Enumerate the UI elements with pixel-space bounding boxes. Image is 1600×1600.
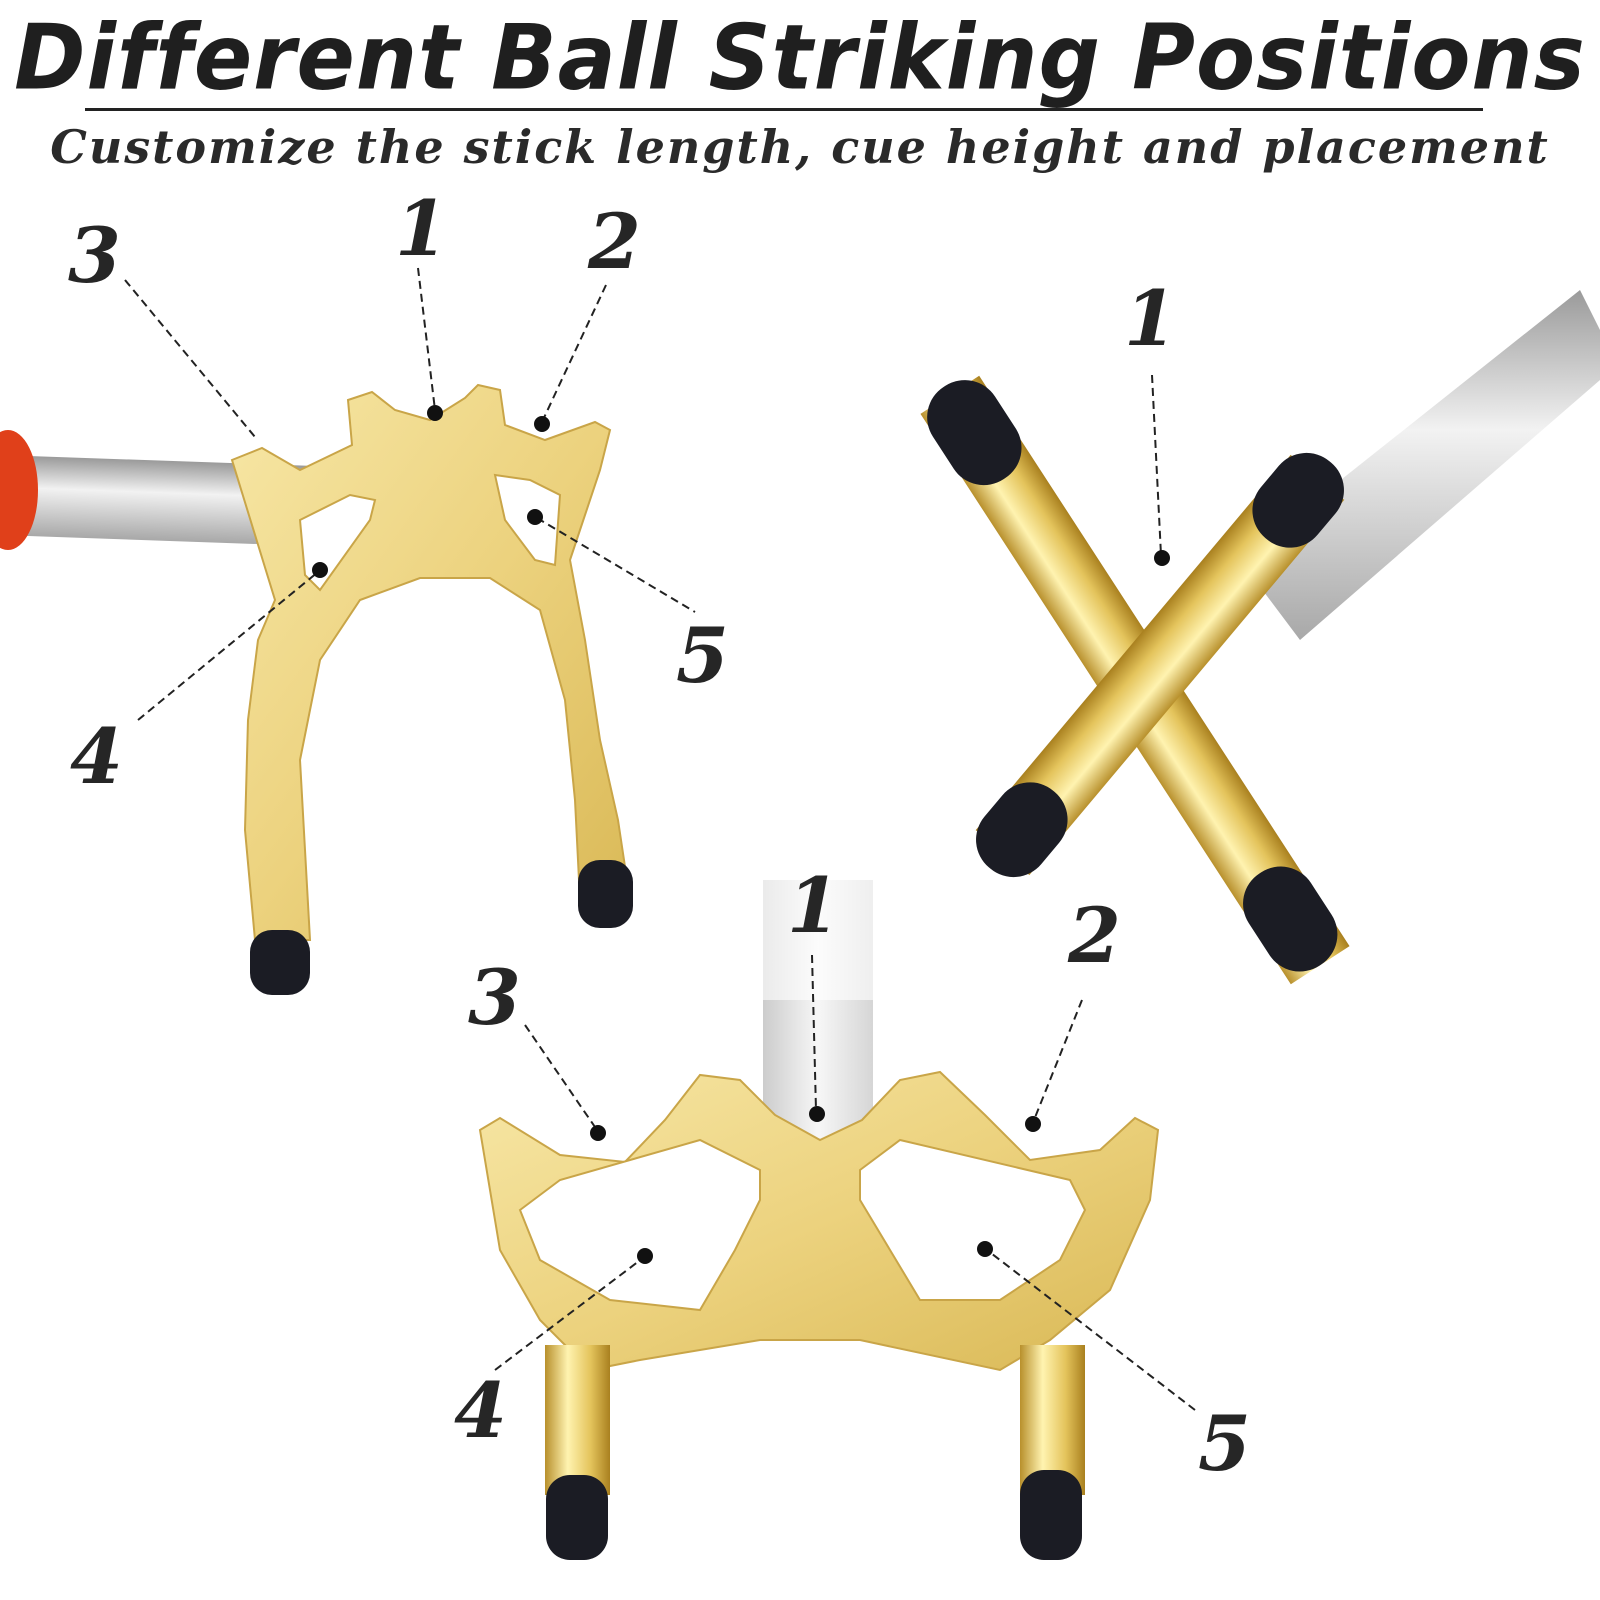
rubber-cap-icon bbox=[578, 860, 633, 928]
label-4: 4 bbox=[454, 1366, 507, 1455]
page-subtitle: Customize the stick length, cue height a… bbox=[50, 120, 1550, 174]
label-5: 5 bbox=[676, 611, 729, 700]
label-1: 1 bbox=[395, 184, 448, 273]
rubber-cap-icon bbox=[1020, 1470, 1082, 1560]
swan-callouts: 1 2 3 4 5 bbox=[454, 861, 1251, 1488]
label-5: 5 bbox=[1198, 1399, 1251, 1488]
title-divider bbox=[85, 108, 1483, 111]
cross-callouts: 1 bbox=[1124, 274, 1177, 566]
page-title: Different Ball Striking Positions bbox=[14, 5, 1586, 111]
rubber-cap-icon bbox=[250, 930, 310, 995]
spider-bridge bbox=[0, 383, 633, 995]
cross-bridge bbox=[920, 290, 1600, 985]
label-1: 1 bbox=[1124, 274, 1177, 363]
label-2: 2 bbox=[587, 197, 641, 286]
label-3: 3 bbox=[68, 211, 121, 300]
label-2: 2 bbox=[1067, 891, 1121, 980]
spider-callouts: 3 1 2 4 5 bbox=[68, 184, 729, 801]
swan-bridge bbox=[478, 880, 1160, 1560]
label-4: 4 bbox=[70, 712, 123, 801]
label-1: 1 bbox=[787, 861, 840, 950]
rubber-cap-icon bbox=[546, 1475, 608, 1560]
label-3: 3 bbox=[468, 953, 521, 1042]
